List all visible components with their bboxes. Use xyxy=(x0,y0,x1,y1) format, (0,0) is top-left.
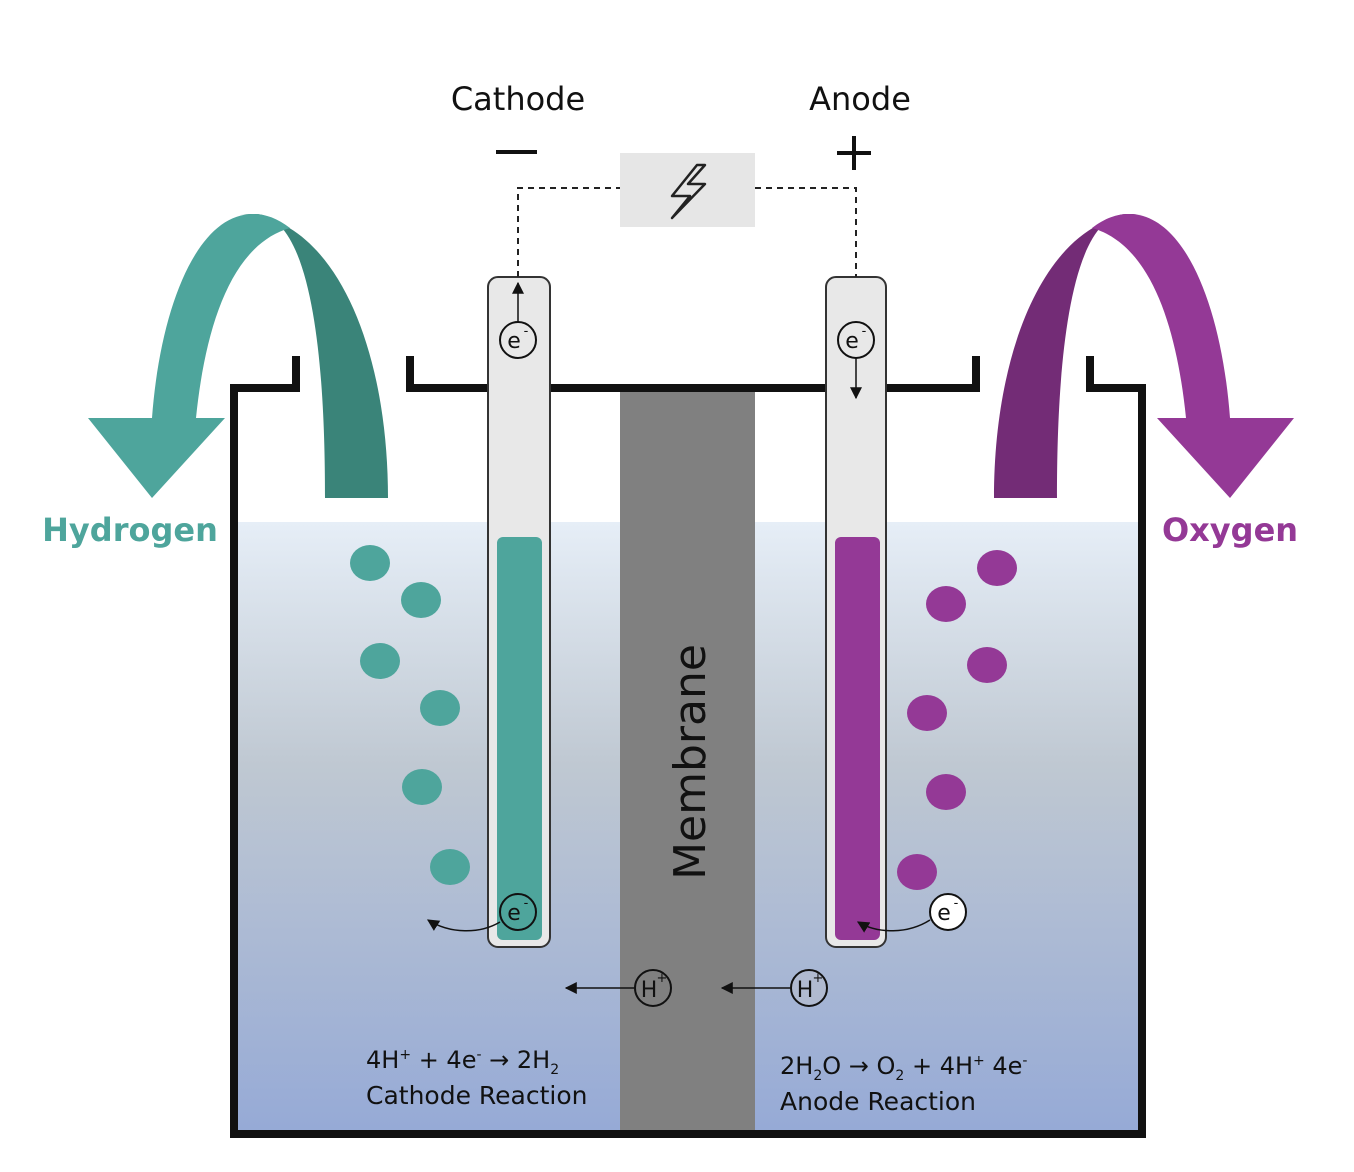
oxygen-bubble xyxy=(907,695,947,731)
anode-reaction-equation: 2H2O → O2 + 4H+ 4e- xyxy=(780,1052,1027,1084)
svg-text:H: H xyxy=(797,978,814,1003)
oxygen-label: Oxygen xyxy=(1162,511,1298,549)
container-left-wall xyxy=(230,356,1146,1138)
hydrogen-label: Hydrogen xyxy=(42,511,218,549)
proton-left: H + xyxy=(564,969,672,1007)
anode-label: Anode xyxy=(809,80,911,118)
svg-text:-: - xyxy=(524,324,529,339)
anode-electron-bottom: e - xyxy=(856,893,967,933)
hydrogen-bubble xyxy=(430,849,470,885)
oxygen-bubble xyxy=(926,774,966,810)
cathode-active-area xyxy=(497,537,542,940)
hydrogen-bubble xyxy=(401,582,441,618)
anode-electron-top: e - xyxy=(837,321,875,400)
circuit-wire-left xyxy=(517,187,620,277)
lightning-bolt-icon xyxy=(670,163,707,220)
oxygen-bubble xyxy=(967,647,1007,683)
anode-active-area xyxy=(835,537,880,940)
membrane-label: Membrane xyxy=(665,644,716,880)
svg-text:e: e xyxy=(845,329,859,354)
cathode-reaction-equation: 4H+ + 4e- → 2H2 xyxy=(366,1046,559,1078)
svg-text:e: e xyxy=(937,901,951,926)
anode-reaction-label: Anode Reaction xyxy=(780,1087,976,1116)
svg-text:+: + xyxy=(657,971,668,986)
oxygen-bubbles xyxy=(897,550,1017,890)
oxygen-bubble xyxy=(926,586,966,622)
hydrogen-bubble xyxy=(360,643,400,679)
hydrogen-bubble xyxy=(350,545,390,581)
circuit-wire-right xyxy=(755,187,857,277)
cathode-reaction-label: Cathode Reaction xyxy=(366,1081,588,1110)
oxygen-bubble xyxy=(977,550,1017,586)
proton-right: H + xyxy=(720,969,828,1007)
oxygen-outflow-arrow xyxy=(994,214,1294,498)
svg-text:+: + xyxy=(813,971,824,986)
hydrogen-bubble xyxy=(402,769,442,805)
hydrogen-bubble xyxy=(420,690,460,726)
svg-text:-: - xyxy=(862,324,867,339)
power-source-box xyxy=(620,153,755,227)
cathode-electron-bottom: e - xyxy=(426,893,537,932)
svg-text:e: e xyxy=(507,329,521,354)
svg-text:-: - xyxy=(954,896,959,911)
plus-sign xyxy=(837,136,871,170)
container-lid xyxy=(406,356,980,392)
oxygen-bubble xyxy=(897,854,937,890)
svg-text:H: H xyxy=(641,978,658,1003)
membrane xyxy=(620,392,755,1130)
hydrogen-bubbles xyxy=(350,545,470,885)
hydrogen-outflow-arrow xyxy=(88,214,388,498)
cathode-label: Cathode xyxy=(451,80,585,118)
svg-text:e: e xyxy=(507,901,521,926)
svg-text:-: - xyxy=(524,896,529,911)
cathode-electron-top: e - xyxy=(499,281,537,359)
